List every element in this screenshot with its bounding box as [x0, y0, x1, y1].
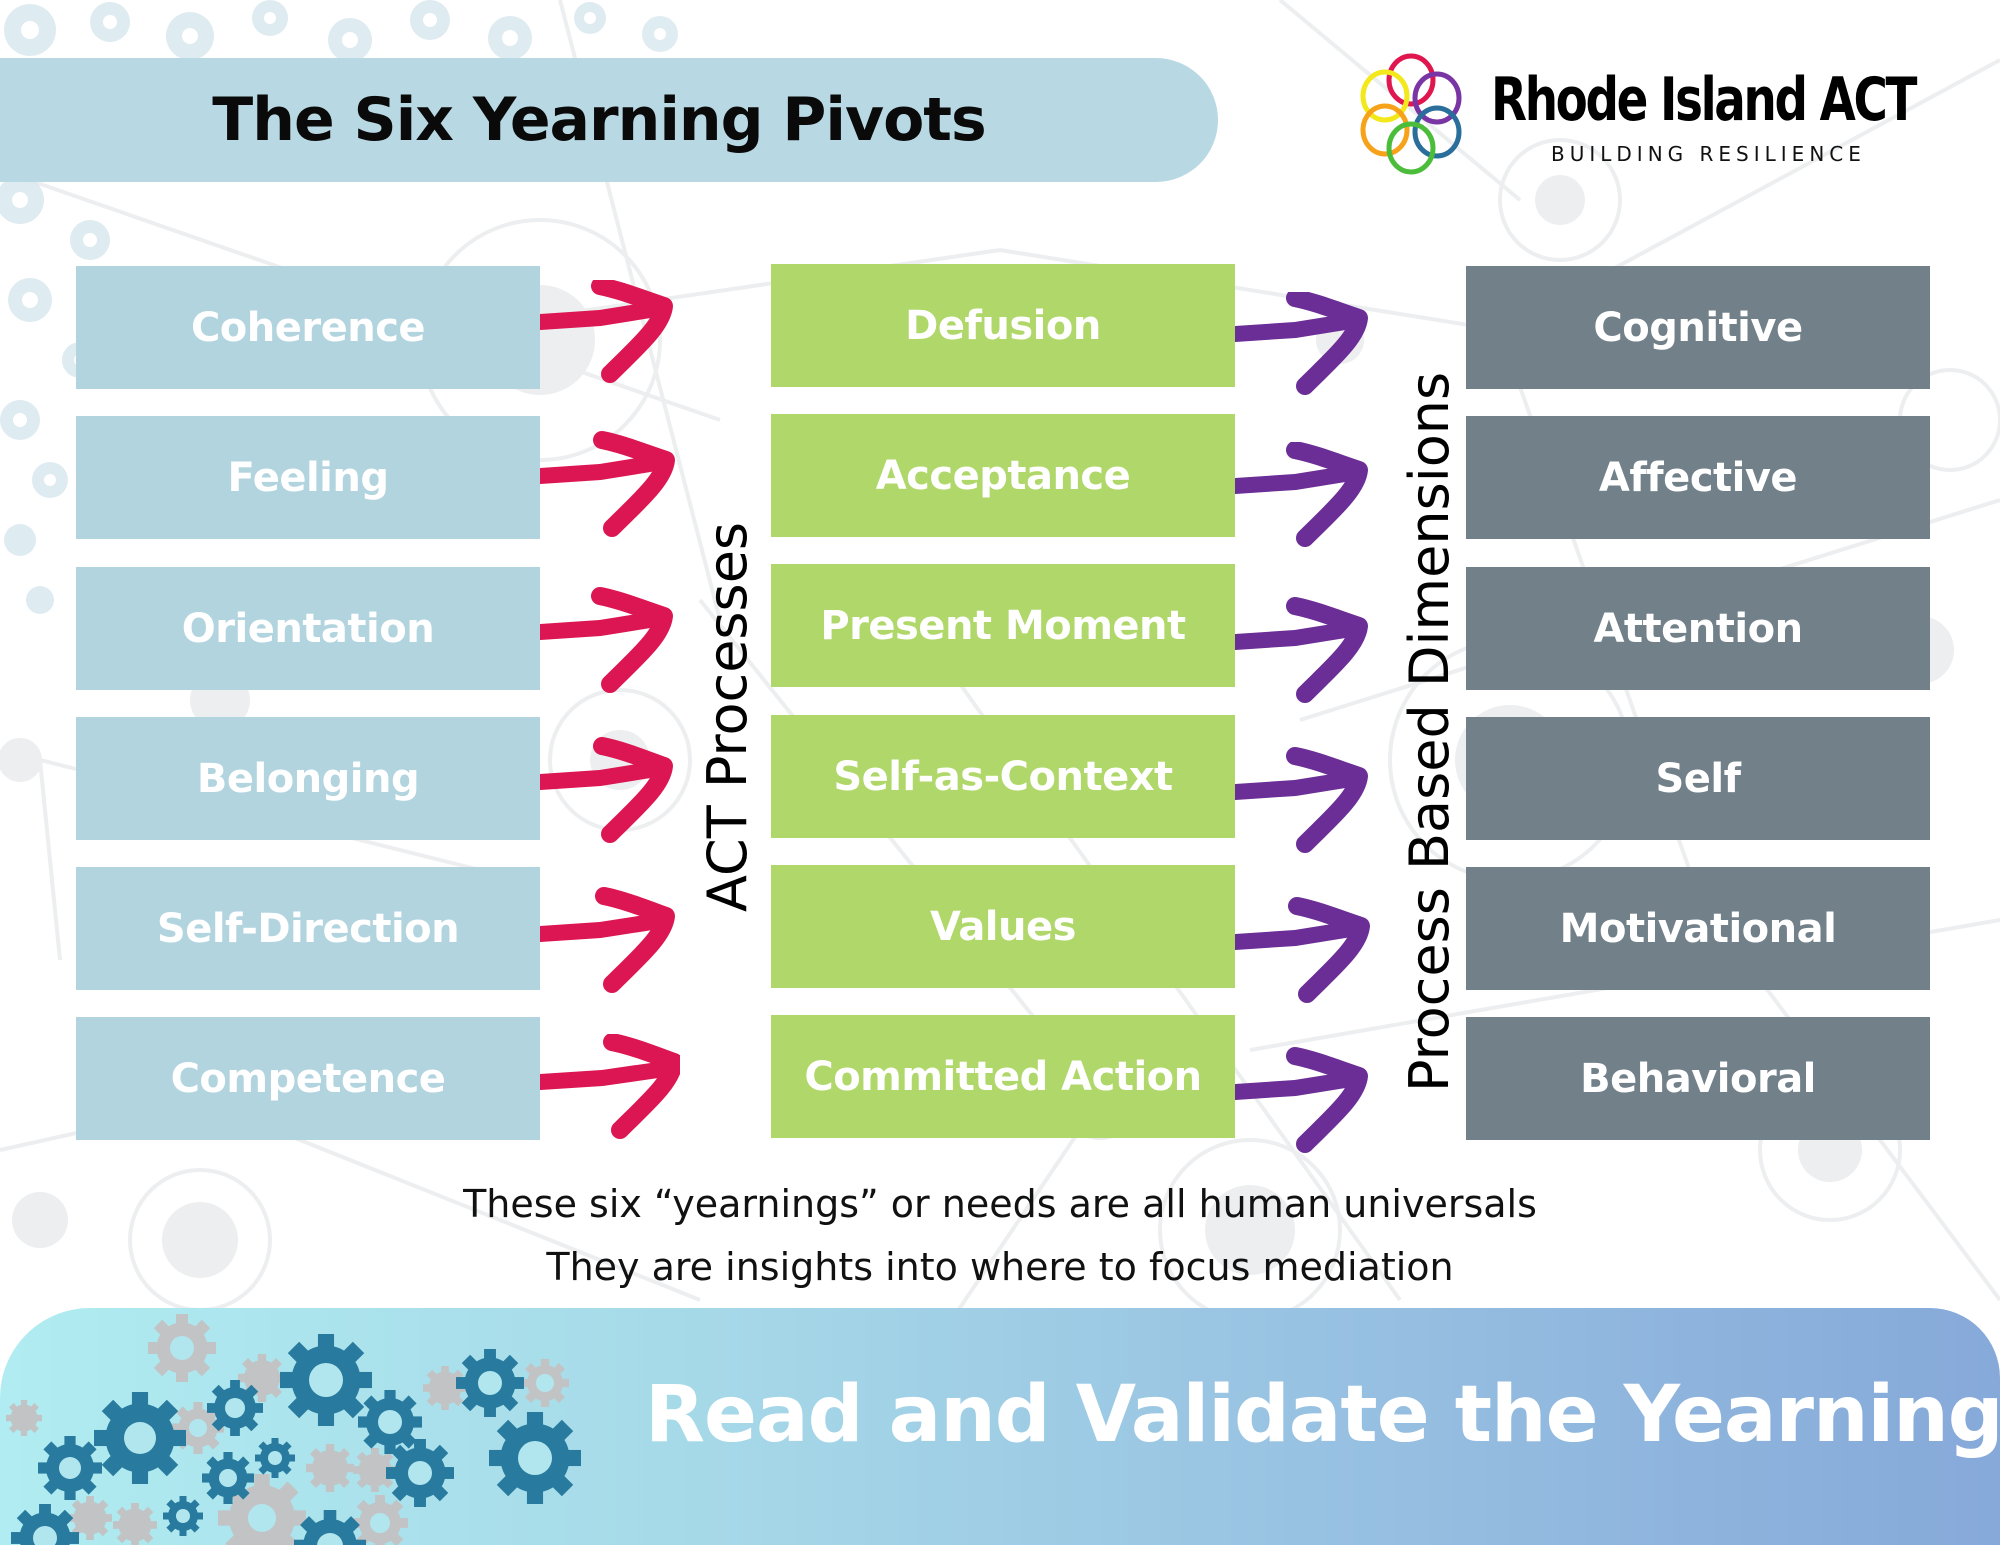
logo-tagline: BUILDING RESILIENCE	[1551, 142, 1866, 166]
dimension-label: Behavioral	[1580, 1055, 1816, 1102]
arrow-right-icon	[1235, 1047, 1368, 1153]
page-title: The Six Yearning Pivots	[212, 85, 986, 155]
act-box-acceptance: Acceptance	[771, 414, 1235, 537]
arrow-right-icon	[1235, 292, 1368, 395]
footer-headline: Read and Validate the Yearning	[645, 1370, 2000, 1460]
yearning-box-belonging: Belonging	[76, 717, 540, 840]
arrow-right-icon	[540, 431, 675, 537]
yearning-label: Orientation	[181, 605, 435, 652]
yearning-box-competence: Competence	[76, 1017, 540, 1140]
yearning-label: Self-Direction	[156, 905, 460, 952]
act-box-defusion: Defusion	[771, 264, 1235, 387]
dimension-label: Self	[1655, 755, 1741, 802]
title-banner: The Six Yearning Pivots	[0, 58, 1218, 182]
yearning-box-self-direction: Self-Direction	[76, 867, 540, 990]
yearning-label: Belonging	[196, 755, 420, 802]
yearning-label: Feeling	[227, 454, 390, 501]
act-box-self-as-context: Self-as-Context	[771, 715, 1235, 838]
yearning-label: Coherence	[190, 304, 426, 351]
note-line-2: They are insights into where to focus me…	[546, 1245, 1454, 1289]
arrow-right-icon	[540, 280, 673, 383]
dimension-box-self: Self	[1466, 717, 1930, 840]
yearning-label: Competence	[170, 1055, 446, 1102]
interlocking-rings-logo-icon	[1360, 53, 1462, 175]
dimension-box-affective: Affective	[1466, 416, 1930, 539]
dimension-box-motivational: Motivational	[1466, 867, 1930, 990]
logo-name: Rhode Island ACT	[1491, 65, 1917, 135]
dimension-box-attention: Attention	[1466, 567, 1930, 690]
arrow-right-icon	[540, 887, 675, 993]
dimension-box-cognitive: Cognitive	[1466, 266, 1930, 389]
arrow-right-icon	[540, 1034, 680, 1139]
yearning-box-coherence: Coherence	[76, 266, 540, 389]
act-label: Present Moment	[820, 602, 1186, 649]
process-based-dimensions-label: Process Based Dimensions	[1398, 371, 1461, 1092]
yearning-box-feeling: Feeling	[76, 416, 540, 539]
dimension-label: Cognitive	[1593, 304, 1803, 351]
logo: Rhode Island ACT BUILDING RESILIENCE	[1355, 52, 1935, 182]
act-label: Defusion	[905, 302, 1101, 349]
dimension-label: Motivational	[1559, 905, 1837, 952]
act-box-committed-action: Committed Action	[771, 1015, 1235, 1138]
act-processes-label: ACT Processes	[696, 521, 759, 912]
arrow-right-icon	[1235, 747, 1368, 853]
act-label: Committed Action	[804, 1053, 1202, 1100]
dimension-label: Attention	[1593, 605, 1803, 652]
arrow-right-icon	[1235, 897, 1370, 1003]
act-box-values: Values	[771, 865, 1235, 988]
dimension-label: Affective	[1598, 454, 1798, 501]
arrow-right-icon	[1235, 597, 1368, 703]
arrow-right-icon	[1235, 442, 1368, 547]
yearning-box-orientation: Orientation	[76, 567, 540, 690]
arrow-right-icon	[540, 737, 673, 843]
act-label: Values	[930, 903, 1076, 950]
dimension-box-behavioral: Behavioral	[1466, 1017, 1930, 1140]
footer-banner: Read and Validate the Yearning	[0, 1308, 2000, 1545]
act-label: Self-as-Context	[833, 753, 1173, 800]
act-label: Acceptance	[875, 452, 1131, 499]
note-line-1: These six “yearnings” or needs are all h…	[463, 1182, 1537, 1226]
act-box-present-moment: Present Moment	[771, 564, 1235, 687]
gears-decoration-icon	[5, 1314, 581, 1545]
arrow-right-icon	[540, 587, 673, 693]
